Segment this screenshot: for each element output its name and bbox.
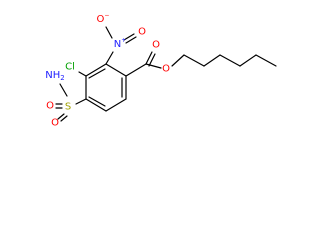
atom-nitro-o-right: O bbox=[138, 27, 146, 38]
bond-ring-3 bbox=[105, 98, 127, 112]
bond-s-o-bottom-1 bbox=[57, 113, 65, 120]
bond-chain-2 bbox=[203, 54, 221, 67]
atom-cl: Cl bbox=[65, 62, 75, 73]
atom-nitro-o-left: O− bbox=[97, 12, 110, 25]
atom-nitro-o-left-charge: − bbox=[104, 12, 109, 19]
bond-n-o-left bbox=[105, 26, 113, 39]
bond-ring-6b bbox=[88, 68, 106, 79]
bond-n-o-right-1 bbox=[125, 36, 137, 44]
bond-ring-c-carbonyl bbox=[125, 63, 147, 77]
bonds bbox=[55, 26, 277, 122]
bond-carbonyl-o-1 bbox=[145, 51, 153, 65]
atom-nitro-n: N+ bbox=[114, 37, 127, 50]
bond-ring-4 bbox=[85, 98, 107, 112]
atom-nitro-o-left-element: O bbox=[97, 14, 105, 25]
atom-sulfonyl-o-top: O bbox=[46, 101, 54, 112]
atom-ester-o: O bbox=[162, 64, 170, 75]
atom-nitro-n-charge: + bbox=[121, 37, 126, 44]
atom-nh2-subscript: 2 bbox=[60, 74, 64, 82]
bond-c-cl bbox=[78, 71, 87, 77]
bond-chain-1 bbox=[183, 54, 205, 67]
atom-nh2-element: NH bbox=[45, 70, 60, 81]
atom-nitro-n-element: N bbox=[114, 39, 121, 50]
atom-sulfonyl-o-bottom: O bbox=[51, 118, 59, 128]
atom-nh2: NH2 bbox=[45, 70, 64, 83]
bond-chain-5 bbox=[255, 54, 277, 67]
bond-c-s bbox=[75, 98, 87, 105]
bond-carbonyl-o-ester bbox=[145, 63, 162, 69]
bond-carbonyl-o-2 bbox=[148, 53, 156, 67]
atom-sulfonyl-s: S bbox=[65, 102, 71, 113]
bond-chain-3 bbox=[219, 54, 241, 67]
chemical-structure: Cl NH2 S O O N+ O O− O O bbox=[45, 12, 277, 128]
bond-s-n bbox=[59, 83, 68, 97]
bond-ring-6 bbox=[85, 63, 107, 77]
bond-ring-4b bbox=[88, 96, 106, 107]
bond-s-o-bottom-2 bbox=[60, 115, 68, 122]
bond-o-chain bbox=[171, 54, 185, 67]
atom-carbonyl-o: O bbox=[152, 40, 160, 51]
bond-chain-4 bbox=[239, 54, 257, 67]
bond-ring-1 bbox=[105, 63, 127, 77]
bond-c-n-nitro bbox=[105, 51, 114, 65]
bond-n-o-right-2 bbox=[123, 33, 135, 41]
atom-labels: Cl NH2 S O O N+ O O− O O bbox=[45, 12, 170, 128]
